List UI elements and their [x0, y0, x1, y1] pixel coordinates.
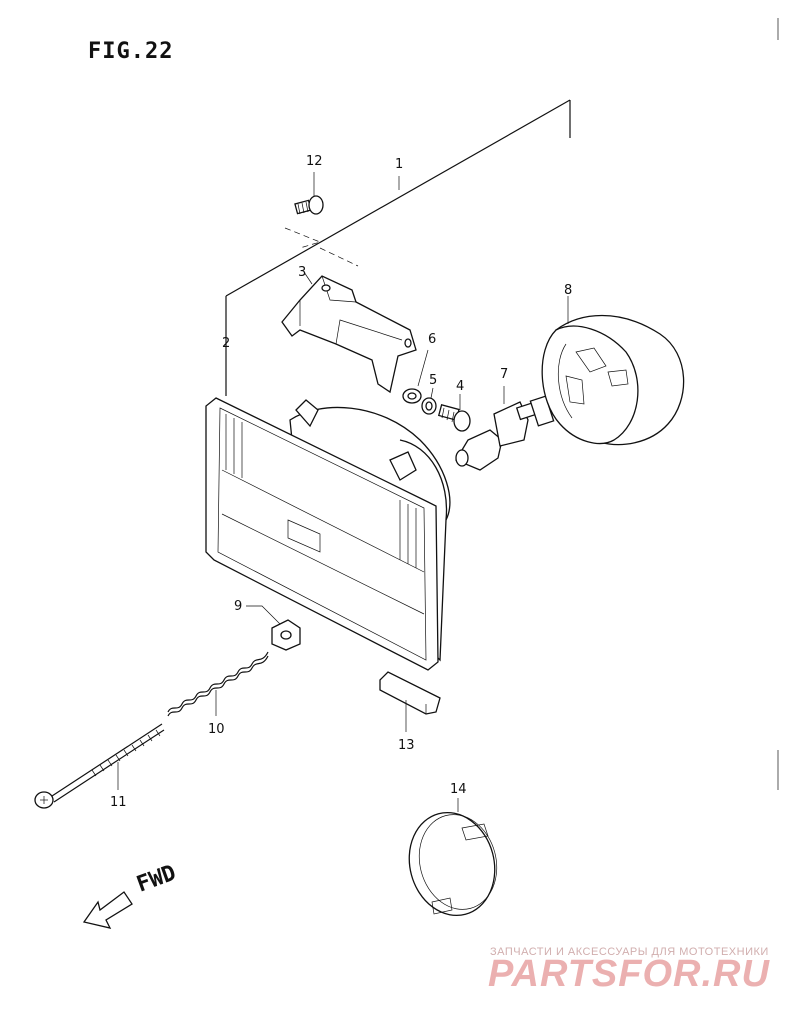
callout-11: 11 — [110, 795, 127, 810]
callout-14: 14 — [450, 782, 467, 797]
washer-6 — [402, 349, 429, 404]
dust-cover-8 — [541, 296, 685, 446]
callout-12: 12 — [306, 154, 323, 169]
callout-7: 7 — [500, 367, 508, 382]
callout-1: 1 — [395, 157, 403, 172]
callout-3: 3 — [298, 265, 306, 280]
screw-11 — [34, 723, 165, 809]
lens-14 — [408, 798, 498, 917]
watermark-tagline: ЗАПЧАСТИ И АКСЕССУАРЫ ДЛЯ МОТОТЕХНИКИ — [490, 946, 769, 958]
callouts: 1 2 3 4 5 6 7 8 9 10 11 12 13 14 — [110, 154, 572, 810]
callout-2: 2 — [222, 336, 230, 351]
headlight-unit-2 — [205, 397, 451, 671]
fwd-arrow-icon — [82, 891, 133, 929]
figure-title: FIG.22 — [88, 39, 173, 64]
spring-10 — [167, 651, 269, 717]
watermark: ЗАПЧАСТИ И АКСЕССУАРЫ ДЛЯ МОТОТЕХНИКИ PA… — [488, 946, 770, 995]
nut-9 — [246, 605, 301, 651]
washer-5 — [421, 387, 437, 415]
assembly-bracket — [225, 99, 571, 396]
callout-4: 4 — [456, 379, 464, 394]
watermark-brand: PARTSFOR.RU — [488, 953, 770, 995]
screw-12 — [294, 172, 324, 215]
callout-13: 13 — [398, 738, 415, 753]
callout-9: 9 — [234, 599, 242, 614]
block-13 — [379, 671, 441, 732]
callout-6: 6 — [428, 332, 436, 347]
screw-4 — [437, 394, 471, 432]
callout-5: 5 — [429, 373, 437, 388]
bracket-3 — [281, 271, 417, 394]
fwd-label: FWD — [134, 861, 180, 898]
callout-8: 8 — [564, 283, 572, 298]
bulb-7 — [455, 386, 555, 471]
fwd-indicator: FWD — [82, 861, 180, 929]
callout-10: 10 — [208, 722, 225, 737]
